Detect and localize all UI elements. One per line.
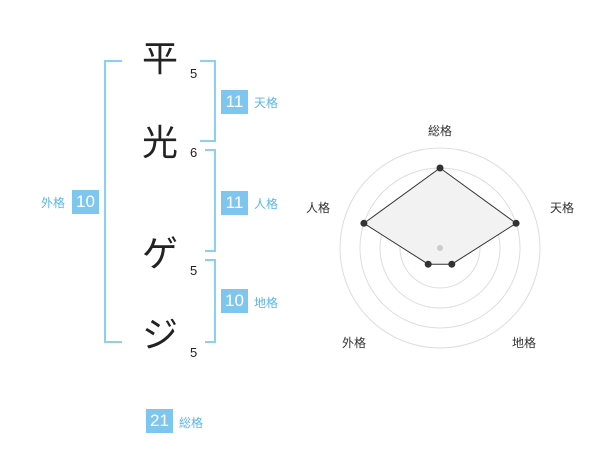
chikaku-label: 地格	[254, 296, 279, 310]
radar-point-2	[448, 260, 456, 268]
radar-axis-label-tenkaku: 天格	[550, 201, 575, 215]
gaikaku-value: 10	[72, 190, 99, 214]
radar-axis-label-soukaku: 総格	[428, 124, 453, 138]
stroke-count-2: 6	[190, 145, 198, 160]
radar-center-dot	[437, 245, 443, 251]
name-char-3: ゲ	[142, 234, 179, 275]
chikaku-value: 10	[221, 289, 248, 313]
soukaku-label: 総格	[179, 416, 204, 430]
radar-axis-label-jinkaku: 人格	[306, 201, 331, 215]
name-char-2: 光	[142, 123, 179, 164]
radar-ring	[339, 147, 541, 349]
radar-point-1	[512, 219, 520, 227]
soukaku-value: 21	[146, 409, 173, 433]
name-char-1: 平	[142, 39, 179, 80]
jinkaku-value: 11	[221, 191, 248, 215]
radar-point-3	[424, 260, 432, 268]
chikaku-bracket	[205, 259, 216, 343]
radar-polygon	[363, 167, 517, 265]
gaikaku-bracket	[104, 60, 122, 343]
radar-axis-label-chikaku: 地格	[512, 336, 537, 350]
tenkaku-label: 天格	[254, 96, 279, 110]
gaikaku-label: 外格	[41, 196, 66, 210]
stroke-count-3: 5	[190, 263, 198, 278]
radar-point-4	[360, 219, 368, 227]
stroke-count-4: 5	[190, 345, 198, 360]
name-char-4: ジ	[142, 315, 179, 356]
stroke-count-1: 5	[190, 66, 198, 81]
tenkaku-value: 11	[221, 90, 248, 114]
radar-axis-label-gaikaku: 外格	[342, 336, 367, 350]
tenkaku-bracket	[200, 60, 216, 142]
jinkaku-bracket	[205, 149, 216, 252]
jinkaku-label: 人格	[254, 197, 279, 211]
radar-point-0	[436, 164, 444, 172]
